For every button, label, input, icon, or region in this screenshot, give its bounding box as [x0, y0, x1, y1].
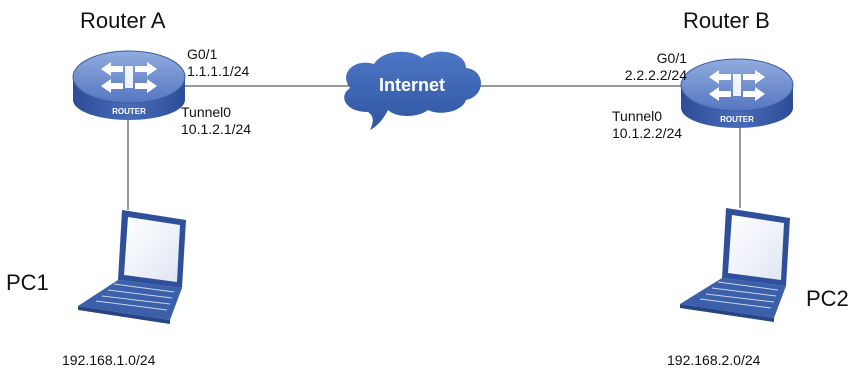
router-b-g01-name: G0/1 [656, 50, 687, 66]
router-b-g01-ip: 2.2.2.2/24 [624, 67, 687, 83]
router-b-badge: ROUTER [720, 115, 754, 124]
pc2-name: PC2 [806, 286, 849, 311]
router-a-badge: ROUTER [112, 107, 146, 116]
pc2-laptop-icon [680, 208, 790, 322]
router-b-tunnel-label: Tunnel0 10.1.2.2/24 [612, 108, 682, 142]
router-a-g01-name: G0/1 [187, 46, 218, 62]
router-a-tunnel-label: Tunnel0 10.1.2.1/24 [181, 104, 251, 138]
router-b-g01-label: G0/1 2.2.2.2/24 [591, 50, 687, 84]
pc1-laptop-icon [78, 210, 186, 324]
internet-label: Internet [379, 75, 445, 95]
router-a-g01-label: G0/1 1.1.1.1/24 [187, 46, 249, 80]
internet-cloud-icon: Internet [344, 51, 481, 131]
pc1-name: PC1 [6, 270, 49, 295]
router-a-tunnel-name: Tunnel0 [181, 104, 232, 120]
router-b-tunnel-ip: 10.1.2.2/24 [612, 125, 683, 141]
router-b-tunnel-name: Tunnel0 [612, 108, 663, 124]
router-b-icon: ROUTER [680, 58, 794, 128]
router-a-name: Router A [80, 8, 166, 33]
router-a-tunnel-ip: 10.1.2.1/24 [181, 121, 252, 137]
router-b-name: Router B [683, 8, 770, 33]
pc2-subnet: 192.168.2.0/24 [667, 352, 761, 368]
pc1-subnet: 192.168.1.0/24 [62, 352, 156, 368]
router-a-icon: ROUTER [72, 50, 186, 120]
router-a-g01-ip: 1.1.1.1/24 [187, 63, 250, 79]
